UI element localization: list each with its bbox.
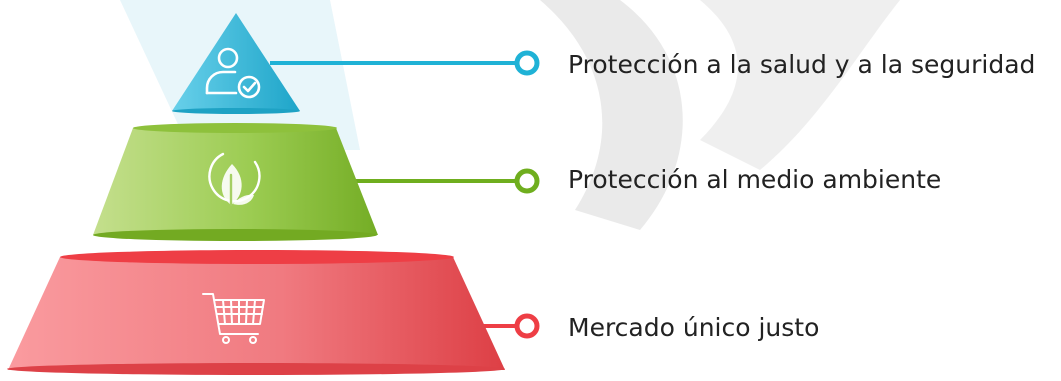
background-arc-top	[700, 0, 900, 170]
tier-bottom-label: Mercado único justo	[568, 313, 820, 342]
user-check-icon	[205, 47, 261, 99]
tier-top-label: Protección a la salud y a la seguridad	[568, 50, 1036, 79]
leaf-icon	[208, 152, 261, 207]
endpoint-top	[514, 50, 540, 76]
tier-middle-label: Protección al medio ambiente	[568, 165, 942, 194]
endpoint-mid	[514, 168, 540, 194]
tier-bottom	[7, 250, 505, 375]
endpoint-bot	[514, 313, 540, 339]
background-arc	[455, 0, 683, 230]
shopping-cart-icon	[202, 293, 265, 344]
